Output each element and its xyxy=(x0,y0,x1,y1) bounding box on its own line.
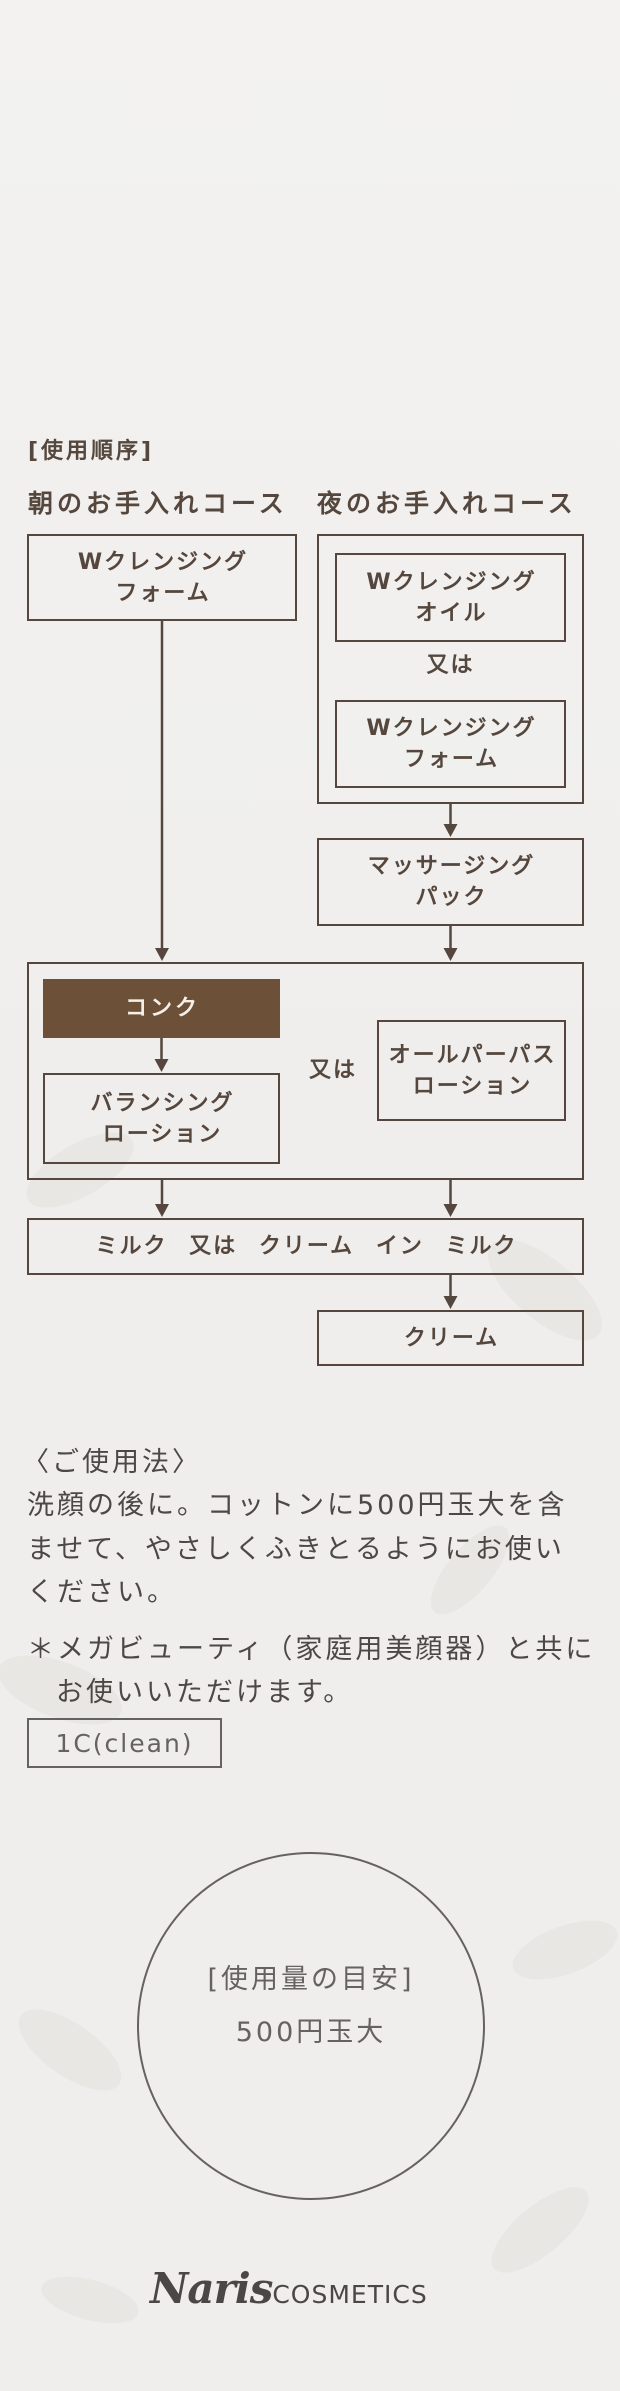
arrow-milk-to-cream xyxy=(443,1275,458,1309)
usage-order-heading: [使用順序] xyxy=(28,439,155,464)
step-box-morning-cleansing-foam: Wクレンジング フォーム xyxy=(27,534,297,621)
arrow-toning-left-to-milk xyxy=(155,1180,169,1217)
step-box-night-cleansing-oil: Wクレンジング オイル xyxy=(335,553,566,642)
step-label-line2: フォーム xyxy=(403,747,500,772)
step-label-line2: ローション xyxy=(412,1073,533,1099)
step-box-conc: コンク xyxy=(43,979,280,1038)
toning-group-box xyxy=(27,962,584,1180)
step-label-line2: ローション xyxy=(102,1121,223,1147)
arrow-conc-to-balancing-lotion xyxy=(154,1038,169,1072)
night-course-heading: 夜のお手入れコース xyxy=(317,489,577,518)
step-box-balancing-lotion: バランシング ローション xyxy=(43,1073,280,1164)
step-box-milk-or-cream-in-milk: ミルク 又は クリーム イン ミルク xyxy=(27,1218,584,1275)
step-label-line1: マッサージング xyxy=(367,854,536,879)
step-box-massaging-pack: マッサージング パック xyxy=(317,838,584,926)
arrow-toning-right-to-milk xyxy=(443,1180,458,1217)
directions-line: 洗顔の後に。コットンに500円玉大を含 xyxy=(27,1490,568,1521)
step-label-line1: Wクレンジング xyxy=(77,549,249,575)
step-label-line1: バランシング xyxy=(90,1090,235,1116)
morning-course-heading: 朝のお手入れコース xyxy=(28,489,288,518)
step-label-line1: オールパーパス xyxy=(388,1042,557,1068)
directions-note-line: ＊メガビューティ（家庭用美顔器）と共に xyxy=(27,1634,596,1665)
floral-background-pattern xyxy=(0,1132,618,2324)
logo-wordmark: COSMETICS xyxy=(272,2280,428,2309)
directions-line: ください。 xyxy=(27,1577,177,1608)
amount-guide-value: 500円玉大 xyxy=(235,2017,387,2048)
arrow-massaging-pack-to-toning xyxy=(443,926,458,961)
step-box-all-purpose-lotion: オールパーパス ローション xyxy=(377,1020,566,1121)
naris-cosmetics-logo: NarisCOSMETICS xyxy=(150,2264,428,2323)
or-label-cleansing: 又は xyxy=(426,653,475,678)
product-code-label: 1C(clean) xyxy=(55,1728,194,1758)
step-label-line2: パック xyxy=(415,885,488,910)
directions-heading: 〈ご使用法〉 xyxy=(22,1447,202,1478)
step-label-line2: オイル xyxy=(415,600,488,626)
arrow-morning-foam-to-toning xyxy=(155,621,169,961)
directions-note-line: お使いいただけます。 xyxy=(56,1677,354,1708)
step-label: クリーム xyxy=(403,1325,500,1351)
step-label-line1: Wクレンジング xyxy=(366,716,537,741)
night-cleansing-group-box xyxy=(317,534,584,804)
or-label-lotion: 又は xyxy=(308,1058,357,1083)
step-label: ミルク 又は クリーム イン ミルク xyxy=(95,1234,518,1259)
directions-line: ませて、やさしくふきとるようにお使い xyxy=(27,1534,565,1565)
step-label: コンク xyxy=(124,996,200,1021)
logo-script: Naris xyxy=(150,2264,273,2313)
step-box-night-cleansing-foam: Wクレンジング フォーム xyxy=(335,700,566,788)
step-label-line2: フォーム xyxy=(115,580,211,606)
amount-guide-circle xyxy=(137,1852,485,2200)
step-box-cream: クリーム xyxy=(317,1310,584,1366)
step-label-line1: Wクレンジング xyxy=(366,569,537,595)
product-code-box: 1C(clean) xyxy=(27,1718,222,1768)
arrow-night-cleansing-to-massaging-pack xyxy=(443,804,458,837)
amount-guide-heading: [使用量の目安] xyxy=(207,1964,415,1995)
